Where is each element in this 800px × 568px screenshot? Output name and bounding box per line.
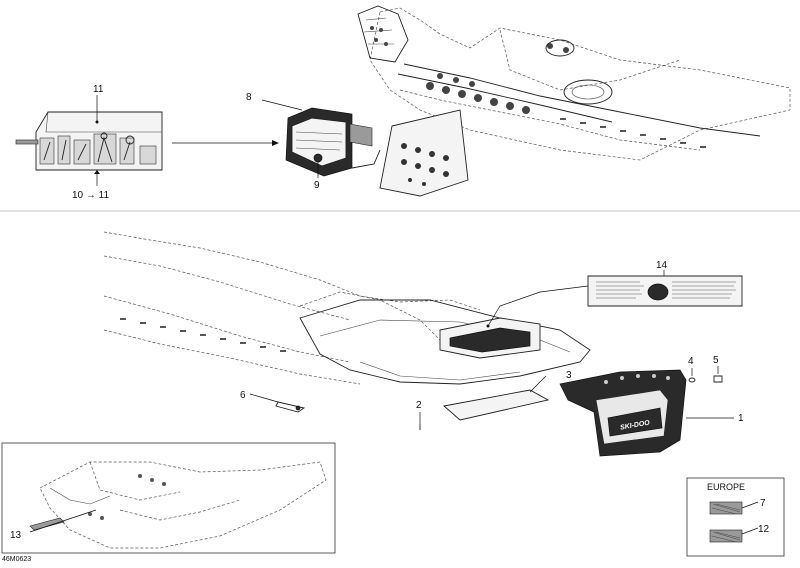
inset-panel-13: 13: [1, 442, 336, 554]
tool-icons: [39, 132, 157, 165]
europe-label: EUROPE: [707, 482, 745, 492]
europe-inset: EUROPE 7 12: [686, 477, 785, 557]
callout-5: 5: [713, 355, 719, 366]
callout-12: 12: [758, 524, 770, 535]
callout-8: 8: [246, 92, 252, 103]
warning-decal: [587, 275, 743, 307]
retaining-clip: [275, 401, 306, 413]
rear-frame-top: [357, 5, 791, 197]
callout-2: 2: [416, 400, 422, 411]
support-plate: [443, 389, 550, 421]
callout-4: 4: [688, 356, 694, 367]
callout-10-11: 10 → 11: [72, 190, 109, 201]
callout-13: 13: [10, 530, 22, 541]
nut: [713, 375, 723, 383]
callout-9: 9: [314, 180, 320, 191]
washer: [688, 377, 696, 383]
callout-14: 14: [656, 260, 668, 271]
callout-3: 3: [566, 370, 572, 381]
toolkit-bag: [15, 111, 163, 171]
arrow-head-icon: [272, 140, 279, 146]
callout-6: 6: [240, 390, 246, 401]
snow-flap: SKI-DOO: [559, 369, 687, 457]
toolkit-holder: [285, 107, 381, 177]
callout-11: 11: [93, 84, 104, 95]
diagram-code: 46M0623: [2, 556, 31, 563]
rear-tunnel: [103, 231, 591, 385]
callout-1: 1: [738, 413, 744, 424]
callout-7: 7: [760, 498, 766, 509]
